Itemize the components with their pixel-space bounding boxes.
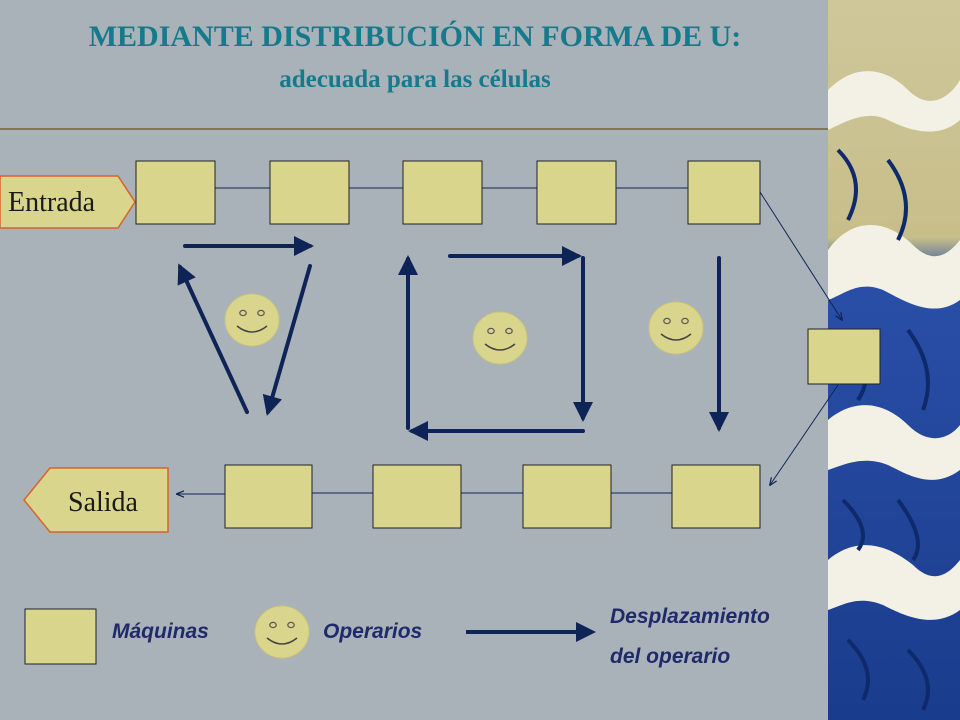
movement-arrow [177,263,249,414]
machine [807,328,881,385]
legend-machines-label: Máquinas [112,620,209,643]
machine [671,464,761,529]
machine [372,464,462,529]
legend-smiley-icon [254,605,310,659]
operator-smiley-icon [472,311,528,365]
wave-decoration [828,0,960,720]
legend-machine-swatch [24,608,97,665]
movement-arrow [262,264,312,416]
operator-smiley-icon [224,293,280,347]
legend-movement-line2: del operario [610,645,731,668]
machine [522,464,612,529]
entry-tag: Entrada [0,175,136,229]
legend-operators-label: Operarios [323,620,423,643]
machine [402,160,483,225]
machine [687,160,761,225]
page-title: MEDIANTE DISTRIBUCIÓN EN FORMA DE U: [88,20,742,53]
flow-arrow-return [770,384,839,485]
machine [224,464,313,529]
exit-label: Salida [68,487,139,518]
machine [536,160,617,225]
title-divider [0,128,960,130]
page-subtitle: adecuada para las células [279,66,551,93]
exit-tag: Salida [23,467,169,533]
entry-label: Entrada [8,187,96,218]
operator-smiley-icon [648,301,704,355]
flow-arrow-down [759,191,842,320]
machine [135,160,216,225]
legend-movement-line1: Desplazamiento [610,605,770,628]
machine [269,160,350,225]
